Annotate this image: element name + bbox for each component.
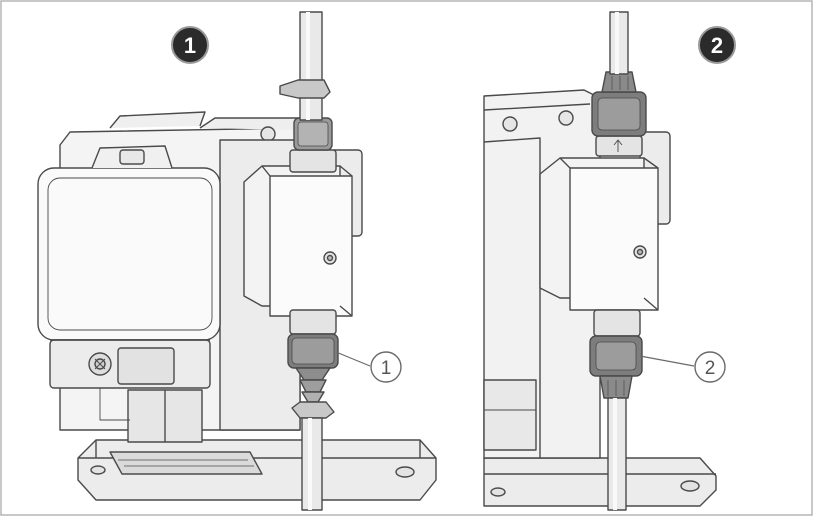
panel-2 bbox=[483, 11, 717, 511]
callout-1: 1 bbox=[335, 351, 402, 383]
compression-nut-fitting-2 bbox=[589, 335, 643, 399]
callout-2-label: 2 bbox=[705, 358, 716, 379]
step-badge-1: 1 bbox=[171, 26, 209, 64]
step-badge-1-label: 1 bbox=[184, 33, 196, 58]
tube-clamp-icon-2 bbox=[291, 401, 335, 419]
pump-base-plate-1 bbox=[77, 439, 437, 501]
dosing-head-2 bbox=[539, 71, 671, 337]
step-badge-2-label: 2 bbox=[711, 33, 723, 58]
panel-1 bbox=[37, 11, 437, 511]
suction-tube-1-upper bbox=[279, 11, 331, 121]
step-badge-2: 2 bbox=[698, 26, 736, 64]
tube-clamp-icon bbox=[279, 79, 331, 99]
pump-front-cover-1 bbox=[37, 145, 221, 341]
pump-control-block-1 bbox=[49, 339, 211, 443]
callout-1-label: 1 bbox=[381, 358, 392, 379]
pump-base-plate-2 bbox=[483, 457, 717, 507]
callout-2: 2 bbox=[639, 351, 726, 383]
hose-barb-fitting-1 bbox=[287, 333, 339, 419]
discharge-tube-2-lower bbox=[607, 397, 627, 511]
suction-tube-2-upper bbox=[609, 11, 629, 75]
flow-arrow-icon bbox=[613, 139, 623, 152]
dosing-head-1 bbox=[243, 117, 363, 335]
discharge-tube-1-lower bbox=[301, 417, 323, 511]
